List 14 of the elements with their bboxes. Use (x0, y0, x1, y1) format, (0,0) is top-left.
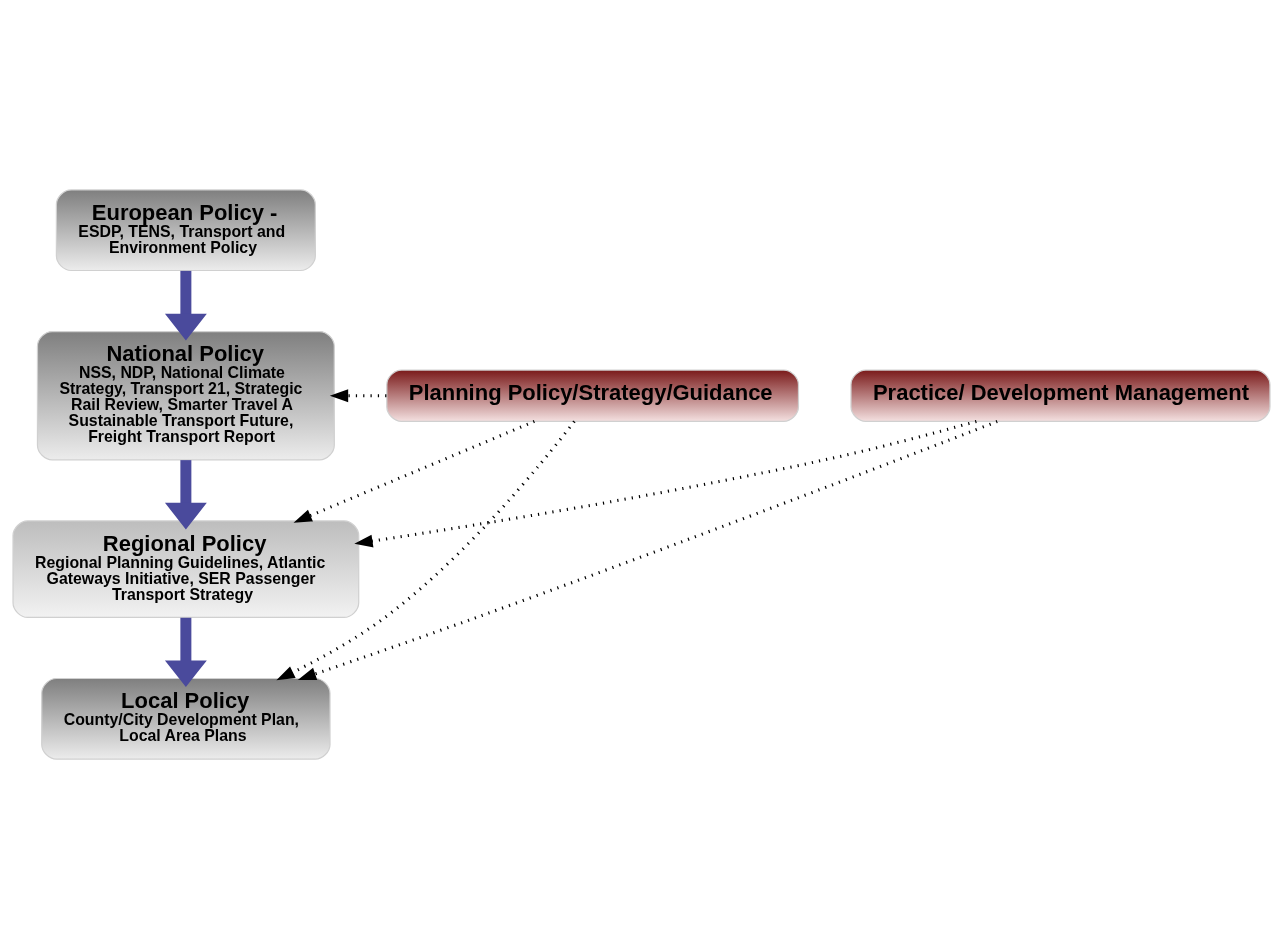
node-box: Practice/ Development Management (850, 369, 1271, 422)
arrow (354, 419, 977, 548)
node-box: National Policy NSS, NDP, National Climate Strategy, Transport 21, Strategic Rail Review, Smarter Travel A Sustainable Transport Future, Freight Transport Report (36, 330, 335, 461)
arrow (297, 420, 998, 681)
arrow (293, 420, 535, 523)
arrow (164, 270, 207, 341)
arrow (164, 460, 207, 530)
node-box: Regional Policy Regional Planning Guidelines, Atlantic Gateways Initiative, SER Passenger Transport Strategy (12, 520, 360, 619)
node-box: Local Policy County/City Development Plan, Local Area Plans (41, 677, 331, 760)
arrow (329, 389, 387, 403)
node-box: Planning Policy/Strategy/Guidance (386, 369, 800, 422)
arrow (164, 617, 207, 688)
node-box: European Policy - ESDP, TENS, Transport and Environment Policy (55, 189, 316, 272)
arrow (276, 420, 576, 681)
